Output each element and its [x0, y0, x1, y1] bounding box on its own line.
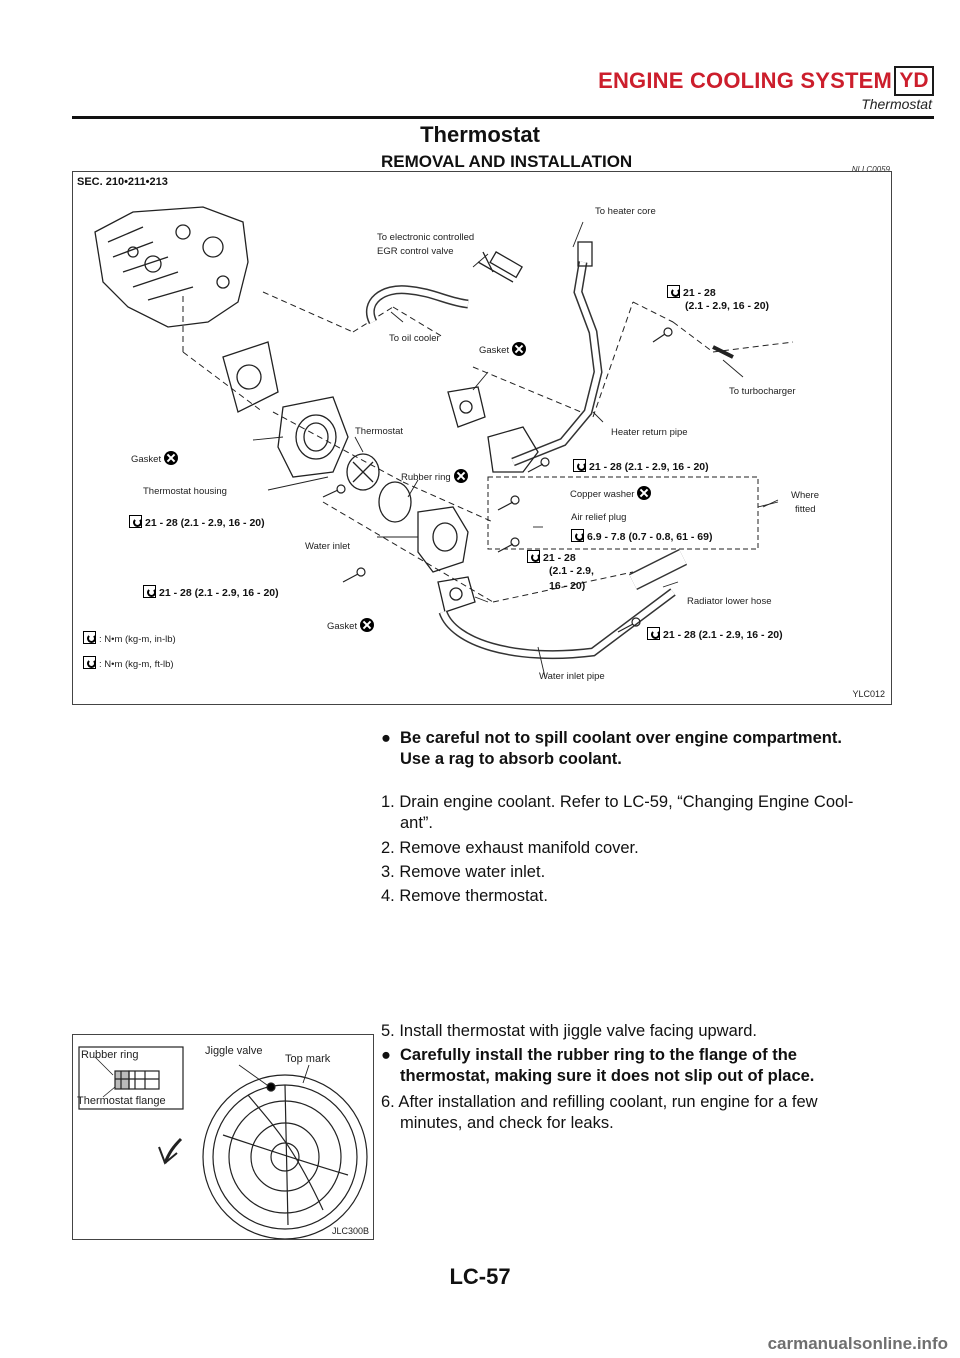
wrench-ftlb-icon	[667, 285, 680, 298]
engine-code-badge: YD	[894, 66, 934, 96]
wrench-ftlb-icon	[129, 515, 142, 528]
torque-water-inlet-bolt-detail-1: (2.1 - 2.9,	[549, 565, 594, 577]
label-water-inlet: Water inlet	[305, 541, 351, 552]
label-where-fitted-2: fitted	[795, 504, 816, 515]
bullet-icon: ●	[381, 729, 391, 747]
label-water-inlet-pipe: Water inlet pipe	[539, 671, 605, 682]
torque-inlet-bolt-left: 21 - 28 (2.1 - 2.9, 16 - 20)	[143, 585, 279, 599]
removal-step-3: 3. Remove water inlet.	[381, 863, 546, 881]
label-top-mark: Top mark	[285, 1053, 331, 1065]
label-jiggle-valve: Jiggle valve	[205, 1045, 263, 1057]
wrench-ftlb-icon	[83, 656, 96, 669]
torque-heater-pipe-bolt: 21 - 28	[667, 285, 716, 299]
label-rubber-ring: Rubber ring	[401, 469, 468, 483]
jiggle-valve-drawing	[78, 1046, 368, 1239]
label-radiator-lower-hose: Radiator lower hose	[687, 596, 772, 607]
diagram-drawing	[94, 206, 794, 678]
legend-ftlb: : N•m (kg-m, ft-lb)	[83, 656, 174, 670]
torque-thermostat-housing-bolt: 21 - 28 (2.1 - 2.9, 16 - 20)	[129, 515, 265, 529]
site-watermark[interactable]: carmanualsonline.info	[767, 1334, 948, 1353]
removal-step-1: 1. Drain engine coolant. Refer to LC-59,…	[381, 792, 901, 834]
header-divider	[72, 116, 934, 119]
torque-air-relief-plug: 6.9 - 7.8 (0.7 - 0.8, 61 - 69)	[571, 529, 712, 543]
replace-part-icon	[453, 469, 468, 483]
subsection-title: Thermostat	[861, 96, 932, 112]
label-heater-return-pipe: Heater return pipe	[611, 427, 688, 438]
section-reference: SEC. 210•211•213	[77, 176, 168, 188]
caution-line-2: Use a rag to absorb coolant.	[400, 750, 622, 768]
step-6-line-2: minutes, and check for leaks.	[400, 1114, 614, 1132]
bullet-icon: ●	[381, 1046, 391, 1064]
label-egr-line2: EGR control valve	[377, 246, 454, 257]
section-header-title: ENGINE COOLING SYSTEM	[598, 68, 892, 93]
install-caution-line-1: Carefully install the rubber ring to the…	[400, 1046, 797, 1064]
label-heater-core: To heater core	[595, 206, 656, 217]
figure-code: YLC012	[852, 689, 885, 699]
label-thermostat-flange: Thermostat flange	[77, 1095, 166, 1107]
wrench-inlb-icon	[571, 529, 584, 542]
wrench-ftlb-icon	[143, 585, 156, 598]
reference-code: NLLC0059	[851, 165, 890, 174]
removal-step-2: 2. Remove exhaust manifold cover.	[381, 839, 639, 857]
page-title: Thermostat	[420, 122, 540, 147]
removal-step-4: 4. Remove thermostat.	[381, 887, 548, 905]
label-gasket-top: Gasket	[479, 342, 527, 356]
install-caution-line-2: thermostat, making sure it does not slip…	[400, 1067, 815, 1085]
caution-note: ● Be careful not to spill coolant over e…	[381, 728, 901, 770]
page-number: LC-57	[449, 1264, 511, 1289]
label-egr-line1: To electronic controlled	[377, 232, 475, 243]
wrench-ftlb-icon	[647, 627, 660, 640]
torque-housing-bolt: 21 - 28 (2.1 - 2.9, 16 - 20)	[573, 459, 709, 473]
replace-part-icon	[637, 486, 652, 500]
page-subtitle: REMOVAL AND INSTALLATION	[381, 152, 633, 171]
label-gasket-left: Gasket	[131, 451, 179, 465]
install-caution: ● Carefully install the rubber ring to t…	[381, 1045, 901, 1087]
replace-gasket-icon	[360, 618, 375, 632]
torque-inlet-pipe-bolt: 21 - 28 (2.1 - 2.9, 16 - 20)	[647, 627, 783, 641]
label-turbocharger: To turbocharger	[729, 386, 796, 397]
wrench-inlb-icon	[83, 631, 96, 644]
wrench-ftlb-icon	[573, 459, 586, 472]
label-oil-cooler: To oil cooler	[389, 333, 440, 344]
torque-heater-pipe-bolt-detail: (2.1 - 2.9, 16 - 20)	[685, 300, 770, 312]
label-where-fitted-1: Where	[791, 490, 819, 501]
label-gasket-bottom: Gasket	[327, 618, 375, 632]
label-thermostat-housing: Thermostat housing	[143, 486, 227, 497]
replace-gasket-icon	[164, 451, 179, 465]
install-step-5: 5. Install thermostat with jiggle valve …	[381, 1022, 758, 1040]
wrench-ftlb-icon	[527, 550, 540, 563]
step-1-line-1: 1. Drain engine coolant. Refer to LC-59,…	[381, 793, 854, 811]
step-1-line-2: ant”.	[400, 814, 434, 832]
figure-code: JLC300B	[331, 1226, 369, 1236]
step-6-line-1: 6. After installation and refilling cool…	[381, 1093, 818, 1111]
label-rubber-ring: Rubber ring	[81, 1049, 139, 1061]
replace-gasket-icon	[512, 342, 527, 356]
label-thermostat: Thermostat	[355, 426, 404, 437]
torque-water-inlet-bolt: 21 - 28	[527, 550, 576, 564]
label-copper-washer: Copper washer	[570, 486, 652, 500]
jiggle-valve-diagram: Rubber ring Thermostat flange Jiggle val…	[72, 1034, 374, 1240]
label-air-relief-plug: Air relief plug	[571, 512, 627, 523]
install-step-6: 6. After installation and refilling cool…	[381, 1092, 901, 1134]
caution-line-1: Be careful not to spill coolant over eng…	[400, 729, 842, 747]
torque-water-inlet-bolt-detail-2: 16 - 20)	[549, 580, 586, 592]
legend-inlb: : N•m (kg-m, in-lb)	[83, 631, 176, 645]
thermostat-exploded-diagram: SEC. 210•211•213 To heater core To elect…	[72, 171, 892, 705]
